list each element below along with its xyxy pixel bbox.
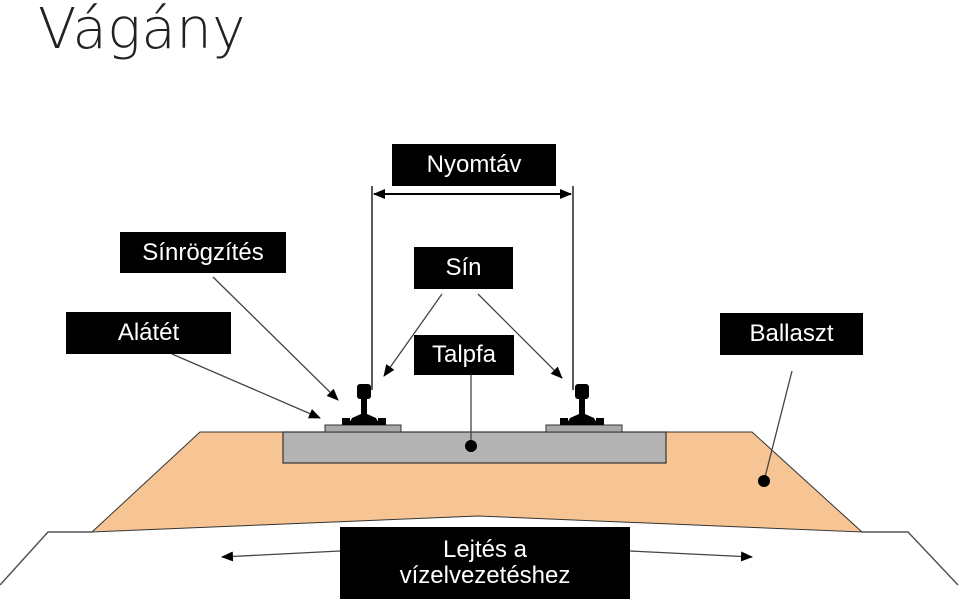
base-plate-left xyxy=(324,424,402,433)
label-alatet: Alátét xyxy=(66,312,231,354)
leader-ballaszt xyxy=(763,370,793,482)
drainage-arrow-right xyxy=(629,550,753,562)
leader-sin-left xyxy=(383,293,443,377)
leader-sin-right xyxy=(477,293,563,379)
base-plate-right xyxy=(545,424,623,433)
label-lejtes-line2: vízelvezetéshez xyxy=(399,562,571,589)
rail-right xyxy=(560,384,604,425)
label-lejtes-line1: Lejtés a xyxy=(442,536,528,563)
leader-alatet xyxy=(171,353,321,419)
label-ballaszt: Ballaszt xyxy=(720,313,863,355)
label-lejtes: Lejtés a vízelvezetéshez xyxy=(340,527,630,599)
ground-line-right xyxy=(862,531,959,586)
leader-sinrogzites xyxy=(212,276,339,401)
page-title: Vágány xyxy=(38,0,246,62)
dot-ballaszt xyxy=(758,475,770,487)
ground-line xyxy=(0,531,92,586)
label-sin: Sín xyxy=(414,247,513,289)
drainage-arrow-left xyxy=(221,550,341,562)
label-talpfa: Talpfa xyxy=(414,335,514,375)
rail-left xyxy=(342,384,386,425)
dot-talpfa xyxy=(465,440,477,452)
label-sinrogzites: Sínrögzítés xyxy=(120,232,286,273)
label-nyomtav: Nyomtáv xyxy=(392,144,556,186)
